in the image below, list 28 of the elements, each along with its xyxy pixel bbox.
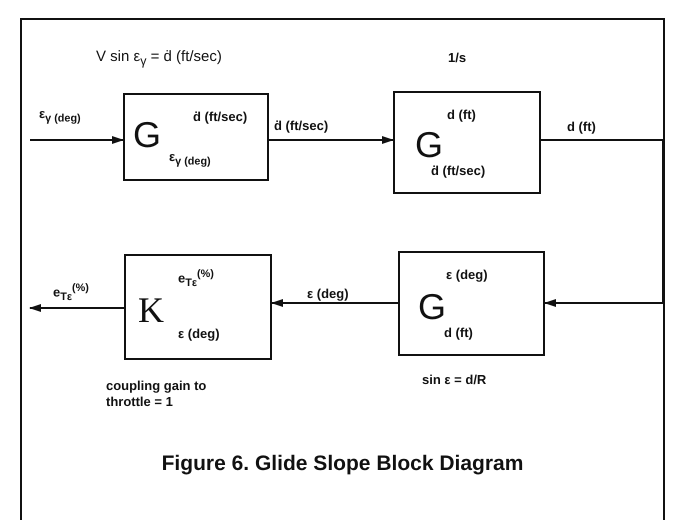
- input-unit: ε$_{γ (deg)}$: [169, 149, 211, 168]
- input-unit: ḋ (ft/sec): [431, 163, 486, 178]
- output-unit: ε (deg): [446, 267, 488, 282]
- block-note: 1/s: [448, 50, 466, 66]
- arrow: [271, 299, 398, 307]
- input-unit: ε (deg): [178, 326, 220, 341]
- gain-symbol: G: [133, 117, 162, 153]
- transfer-block: [398, 251, 545, 356]
- transfer-block: [393, 91, 541, 194]
- gain-symbol: G: [418, 289, 446, 325]
- output-unit: ḋ (ft/sec): [193, 109, 248, 124]
- figure-caption: Figure 6. Glide Slope Block Diagram: [160, 452, 524, 476]
- edge-label: d (ft): [566, 119, 597, 134]
- arrow: [269, 136, 394, 144]
- gain-symbol: G: [415, 127, 444, 163]
- edge-label: ḋ (ft/sec): [273, 118, 330, 133]
- block-note: V sin ε$_{γ}$ = ḋ (ft/sec): [96, 48, 222, 70]
- edge-label: ε (deg): [306, 286, 350, 301]
- block-note: sin ε = d/R: [422, 372, 486, 388]
- input-unit: d (ft): [444, 325, 473, 340]
- output-unit: d (ft): [447, 107, 476, 122]
- arrow: [30, 136, 124, 144]
- transfer-block: [123, 93, 269, 181]
- block-note: coupling gain to throttle = 1: [106, 378, 208, 410]
- arrow: [29, 304, 124, 312]
- arrow: [541, 139, 664, 307]
- gain-symbol: K: [138, 292, 164, 328]
- transfer-block: [124, 254, 272, 360]
